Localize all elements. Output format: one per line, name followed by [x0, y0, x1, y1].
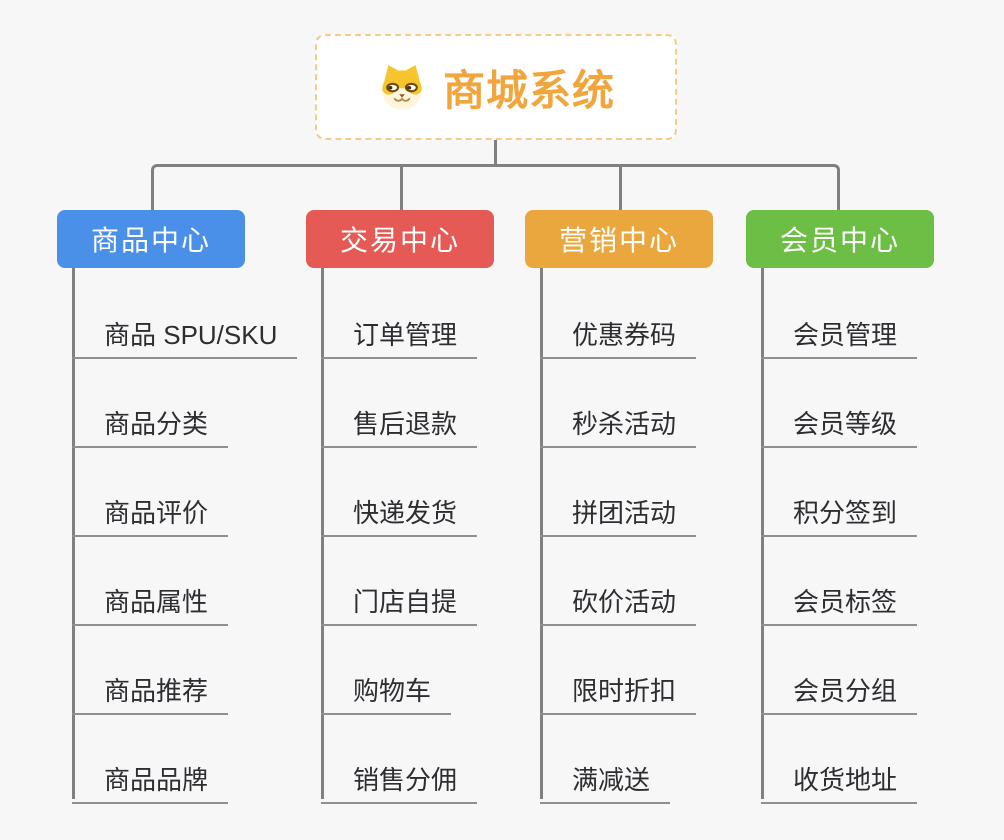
- branch-3-rail-line: [540, 268, 543, 799]
- root-node[interactable]: 商城系统: [315, 34, 677, 140]
- branch-3-item-3[interactable]: 拼团活动: [540, 488, 697, 537]
- branch-2-item-3[interactable]: 快递发货: [321, 488, 478, 537]
- branch-2-item-2[interactable]: 售后退款: [321, 399, 478, 448]
- branch-3-item-2[interactable]: 秒杀活动: [540, 399, 697, 448]
- branch-2-item-4[interactable]: 门店自提: [321, 577, 478, 626]
- root-stem-line: [494, 140, 497, 167]
- branch-4-item-1[interactable]: 会员管理: [761, 310, 918, 359]
- branch-4-item-5[interactable]: 会员分组: [761, 666, 918, 715]
- branch-2-rail-line: [321, 268, 324, 799]
- branch-1-item-6[interactable]: 商品品牌: [72, 755, 229, 804]
- branch-3-item-1[interactable]: 优惠券码: [540, 310, 697, 359]
- branch-1-item-5[interactable]: 商品推荐: [72, 666, 229, 715]
- branch-1-rail-line: [72, 268, 75, 799]
- branch-1-item-3[interactable]: 商品评价: [72, 488, 229, 537]
- branch-3-drop-line: [619, 164, 622, 210]
- branch-4-item-3[interactable]: 积分签到: [761, 488, 918, 537]
- branch-bracket-line: [151, 164, 840, 210]
- branch-4-header[interactable]: 会员中心: [746, 210, 934, 268]
- branch-2-item-1[interactable]: 订单管理: [321, 310, 478, 359]
- branch-1-item-1[interactable]: 商品 SPU/SKU: [72, 310, 298, 359]
- branch-3-item-5[interactable]: 限时折扣: [540, 666, 697, 715]
- branch-2-drop-line: [400, 164, 403, 210]
- dog-face-icon: [382, 65, 422, 110]
- branch-2-header[interactable]: 交易中心: [306, 210, 494, 268]
- root-title: 商城系统: [442, 66, 615, 114]
- branch-1-item-4[interactable]: 商品属性: [72, 577, 229, 626]
- branch-1-header[interactable]: 商品中心: [57, 210, 245, 268]
- branch-4-item-2[interactable]: 会员等级: [761, 399, 918, 448]
- branch-4-rail-line: [761, 268, 764, 799]
- branch-3-item-4[interactable]: 砍价活动: [540, 577, 697, 626]
- branch-2-item-6[interactable]: 销售分佣: [321, 755, 478, 804]
- branch-4-item-6[interactable]: 收货地址: [761, 755, 918, 804]
- branch-2-item-5[interactable]: 购物车: [321, 666, 452, 715]
- branch-3-item-6[interactable]: 满减送: [540, 755, 671, 804]
- branch-4-item-4[interactable]: 会员标签: [761, 577, 918, 626]
- branch-3-header[interactable]: 营销中心: [525, 210, 713, 268]
- branch-1-item-2[interactable]: 商品分类: [72, 399, 229, 448]
